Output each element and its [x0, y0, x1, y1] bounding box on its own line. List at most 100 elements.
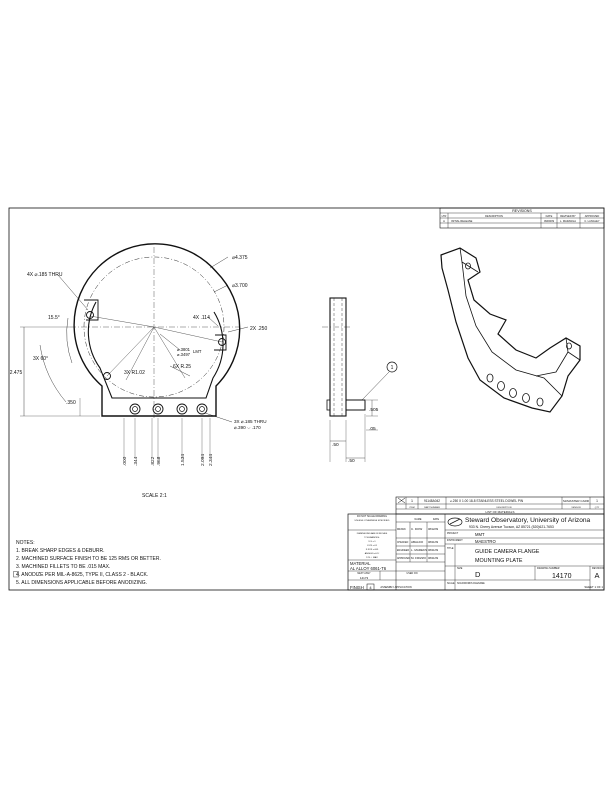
dim-50a: .50	[332, 442, 339, 448]
dowel-pin	[345, 399, 366, 411]
instrument-value: MAESTRO	[475, 539, 496, 544]
revision-value: A	[594, 571, 599, 580]
dim-od: ⌀4.375	[232, 255, 248, 261]
sign-date-1: 08/21/09	[428, 540, 439, 544]
note-5: 5. ALL DIMENSIONS APPLICABLE BEFORE ANOD…	[16, 580, 147, 586]
bottom-hole	[129, 403, 141, 415]
bottom-dim-3: .968	[156, 456, 162, 466]
dwg-number-label: DRAWING NUMBER	[537, 567, 560, 570]
sign-role-1: CHECKED	[397, 542, 409, 544]
rev-row-desc: INITIAL RELEASE	[451, 219, 473, 223]
do-not-scale: DO NOT SCALE DRAWING	[357, 515, 387, 518]
dim-4x-thru: 4X ⌀.185 THRU	[27, 272, 63, 278]
rev-header-date: DATE	[546, 214, 553, 218]
dim-3x-r102: 3X R1.02	[124, 370, 145, 376]
sign-name-1: ABALDO	[411, 540, 424, 544]
note-2: 2. MACHINED SURFACE FINISH TO BE 125 RMS…	[16, 556, 161, 562]
sign-date-0: 08/12/09	[428, 527, 439, 531]
mount-hole	[86, 311, 94, 319]
dim-bore-b: ⌀.3497	[177, 352, 191, 357]
sign-header-date: DATE	[433, 518, 440, 521]
bottom-dim-1: .344	[133, 456, 139, 466]
dim-3x-thru: 3X ⌀.185 THRU	[234, 419, 267, 424]
notes-title: NOTES:	[16, 540, 35, 546]
tol-header: UNLESS OTHERWISE SPECIFIED	[355, 520, 390, 522]
finish-flag-value: 4	[369, 585, 372, 590]
rev-row-approved: C. LANGLEY	[584, 219, 600, 223]
tol-2: X.X ±.1	[368, 541, 376, 543]
file-label: SOLIDWORKS FILENAME	[457, 582, 485, 585]
dim-cbore: ⌀.390 ⌵ .170	[234, 425, 261, 430]
bom-item: 1	[411, 499, 413, 503]
material-label: MATERIAL	[350, 561, 371, 566]
project-value: MMT	[475, 532, 485, 537]
size-value: D	[475, 570, 481, 579]
isometric-view	[440, 247, 581, 413]
balloon-number: 1	[391, 365, 394, 371]
bottom-dim-2: .822	[150, 456, 156, 466]
dim-50b: .50	[348, 458, 355, 464]
mount-hole	[103, 372, 111, 380]
org-address: 933 N. Cherry Avenue Tucson, AZ 85721 (5…	[469, 525, 554, 529]
sign-date-3: 08/21/09	[428, 556, 439, 560]
note-1: 1. BREAK SHARP EDGES & DEBURR.	[16, 548, 105, 554]
rev-row-ltr: A	[443, 219, 445, 223]
front-view: ⌀4.375 ⌀3.700 4X ⌀.185 THRU 4X .114 2X .…	[10, 243, 267, 466]
dim-3x-60: 3X 60°	[33, 356, 48, 362]
item-balloon	[386, 361, 398, 373]
project-label: PROJECT	[447, 532, 459, 535]
bom-part: 91148A042	[424, 499, 440, 503]
rev-row-date: 09/09/09	[544, 219, 555, 223]
bom-header-item: ITEM	[409, 507, 414, 509]
side-profile	[329, 297, 347, 417]
rev-header-ltr: LTR	[442, 214, 447, 218]
dim-2x-250: 2X .250	[250, 326, 267, 332]
note-4-flag	[13, 571, 19, 578]
material-value: AL ALLOY 6061-T6	[350, 566, 387, 571]
next-assy-value: 14173	[360, 576, 369, 580]
used-on-label: USED ON	[407, 572, 418, 575]
sheet-number: SHEET 1 OF 1	[584, 585, 603, 589]
revisions-block: REVISIONS LTR DESCRIPTION DATE REVISED B…	[439, 207, 605, 229]
tol-3: X.XX ±.01	[367, 545, 378, 547]
tol-0: DIMENSIONS ARE IN INCHES	[357, 532, 388, 535]
rev-header-approved: APPROVED	[585, 214, 600, 218]
org-name: Steward Observatory, University of Arizo…	[465, 517, 591, 524]
title-block: Steward Observatory, University of Arizo…	[347, 513, 605, 591]
dim-bore-lmt: LMT	[193, 349, 202, 354]
dim-6x-r25: 6X R.25	[173, 364, 191, 370]
tol-6: 125 ✓ MAX	[366, 556, 378, 559]
dim-height: 2.475	[10, 370, 23, 376]
finish-flag	[366, 583, 375, 591]
instrument-label: INSTRUMENT	[447, 539, 463, 542]
note-4: 4. ANODIZE PER MIL-A-8625, TYPE II, CLAS…	[16, 572, 148, 578]
sign-role-2: ENGINEER	[397, 550, 409, 552]
dim-4x-114: 4X .114	[193, 315, 210, 321]
observatory-logo	[447, 517, 463, 527]
side-view: 1 .505 .05 .50 .50	[322, 297, 398, 464]
dwg-number: 14170	[552, 573, 572, 580]
dim-bc: ⌀3.700	[232, 283, 248, 289]
rev-row-revised: L. MARANGA	[560, 219, 576, 223]
sheet-border	[8, 207, 605, 591]
tol-5: ANGLES ±0.5°	[365, 552, 380, 555]
revision-label: REVISION	[592, 567, 604, 570]
dim-bore-a: ⌀.3801	[177, 347, 191, 352]
bom-header-desc: DESCRIPTION	[497, 507, 512, 509]
sign-name-2: L. MAREKS	[411, 548, 427, 552]
tol-1: TOLERANCES:	[364, 536, 380, 539]
bom-header-qty: QTY	[595, 507, 600, 509]
bom-header-part: PART NUMBER	[424, 506, 440, 509]
notes: NOTES: 1. BREAK SHARP EDGES & DEBURR. 2.…	[16, 540, 161, 586]
rev-header-desc: DESCRIPTION	[485, 214, 503, 218]
sign-header-name: NAME	[415, 518, 422, 521]
flange-outline	[73, 243, 241, 417]
title-label: TITLE	[447, 547, 454, 550]
bottom-dim-4: 1.534	[180, 454, 186, 466]
bom-table: 1 91148A042 ⌀.250 X 1.00 18-8 STAINLESS …	[395, 496, 605, 515]
bottom-dim-5: 2.094	[200, 454, 206, 466]
dim-350: .350	[66, 400, 76, 406]
title-line-2: MOUNTING PLATE	[475, 558, 523, 564]
assy-application: ASSEMBLY APPLICATION	[380, 585, 411, 589]
